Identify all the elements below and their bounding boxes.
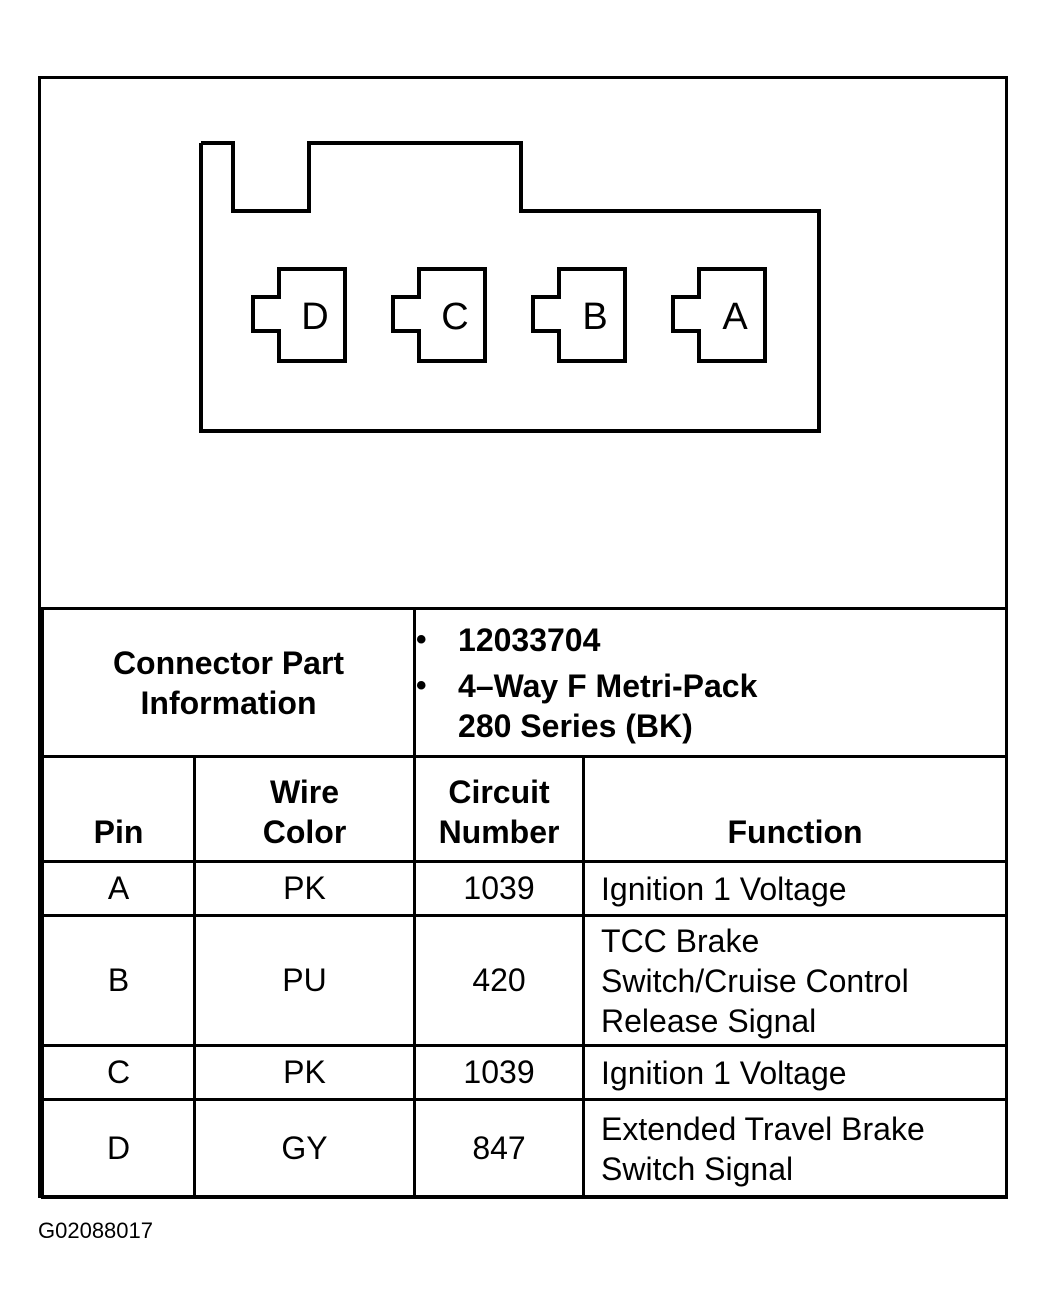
wire-color-cell: PK: [192, 860, 417, 917]
header-text: Number: [438, 814, 560, 850]
connector-part-info-values: • 12033704 • 4–Way F Metri-Pack 280 Seri…: [413, 607, 1009, 758]
cavity-c: C: [391, 267, 487, 363]
function-line: TCC Brake: [601, 922, 760, 959]
bullet-icon: •: [416, 668, 427, 702]
circuit-number-cell: 420: [413, 914, 586, 1047]
function-cell: Ignition 1 Voltage: [582, 860, 1009, 917]
cavity-label: C: [441, 296, 468, 338]
connector-housing-outline: [199, 141, 821, 433]
header-circuit-number: Circuit Number: [413, 755, 586, 863]
header-text: Wire: [269, 774, 340, 810]
part-info-item: • 12033704: [416, 620, 1005, 660]
function-line: Release Signal: [601, 1002, 817, 1039]
wire-color-cell: PU: [192, 914, 417, 1047]
circuit-number-cell: 847: [413, 1098, 586, 1199]
cavity-b: B: [531, 267, 627, 363]
part-number: 12033704: [458, 621, 601, 658]
wire-color-cell: PK: [192, 1044, 417, 1101]
part-info-row: Connector Part Information • 12033704 • …: [40, 607, 1009, 758]
figure-id: G02088017: [38, 1218, 153, 1243]
bullet-icon: •: [416, 622, 427, 656]
connector-part-info-label: Connector Part Information: [40, 607, 417, 758]
connector-series-line: 280 Series (BK): [458, 707, 693, 744]
label-line: Information: [140, 684, 317, 721]
connector-pin-table: Connector Part Information • 12033704 • …: [40, 607, 1009, 1199]
circuit-number-cell: 1039: [413, 1044, 586, 1101]
header-text: Color: [262, 814, 347, 850]
pin-cell: B: [41, 914, 196, 1047]
cavity-label: A: [722, 296, 748, 338]
cavity-d: D: [251, 267, 347, 363]
header-text: Pin: [93, 814, 144, 850]
pin-cell: C: [41, 1044, 196, 1101]
header-text: Function: [727, 814, 863, 850]
cavity-outline: [391, 267, 487, 363]
header-text: Circuit: [448, 774, 550, 810]
function-line: Switch Signal: [601, 1150, 794, 1187]
wire-color-cell: GY: [192, 1098, 417, 1199]
circuit-number-cell: 1039: [413, 860, 586, 917]
header-wire-color: Wire Color: [192, 755, 417, 863]
cavity-outline: [531, 267, 627, 363]
function-line: Ignition 1 Voltage: [601, 1054, 847, 1091]
function-line: Ignition 1 Voltage: [601, 870, 847, 907]
header-row: Pin Wire Color Circuit Number Function: [41, 755, 1009, 863]
cavity-a: A: [671, 267, 767, 363]
cavity-label: D: [301, 296, 328, 338]
pin-cell: D: [41, 1098, 196, 1199]
header-function: Function: [582, 755, 1009, 863]
function-line: Extended Travel Brake: [601, 1110, 925, 1147]
function-line: Switch/Cruise Control: [601, 962, 909, 999]
part-info-item: • 4–Way F Metri-Pack 280 Series (BK): [416, 666, 1005, 746]
function-cell: Ignition 1 Voltage: [582, 1044, 1009, 1101]
cavity-outline: [671, 267, 767, 363]
cavity-label: B: [582, 296, 607, 338]
header-pin: Pin: [41, 755, 196, 863]
cavity-outline: [251, 267, 347, 363]
pin-cell: A: [41, 860, 196, 917]
label-line: Connector Part: [112, 644, 345, 681]
connector-type-line: 4–Way F Metri-Pack: [458, 667, 758, 704]
